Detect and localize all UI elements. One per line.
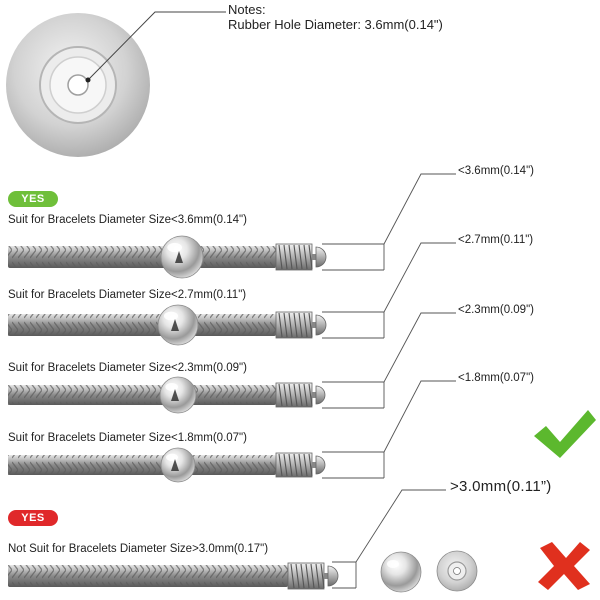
cross-icon (538, 542, 590, 590)
chain-row-4 (8, 452, 326, 478)
row-4-caption: Suit for Bracelets Diameter Size<1.8mm(0… (8, 432, 247, 444)
chain-row-3-bead (159, 376, 197, 414)
chain-row-2-bead (157, 304, 199, 346)
row-3-caption: Suit for Bracelets Diameter Size<2.3mm(0… (8, 362, 247, 374)
row-1-caption: Suit for Bracelets Diameter Size<3.6mm(0… (8, 214, 247, 226)
yes-badge-red: YES (8, 510, 58, 526)
notes-pointer-line (87, 11, 226, 81)
yes-badge-green: YES (8, 191, 58, 207)
row-3-dimension: <2.3mm(0.09") (458, 304, 534, 316)
row-2-dimension: <2.7mm(0.11") (458, 234, 534, 246)
notes-block: Notes: Rubber Hole Diameter: 3.6mm(0.14"… (228, 2, 443, 32)
chain-row-2 (8, 311, 327, 339)
chain-not-suit (8, 562, 339, 590)
not-suit-caption: Not Suit for Bracelets Diameter Size>3.0… (8, 543, 269, 555)
chain-row-1-bead (160, 235, 204, 279)
not-suit-dimension: >3.0mm(0.11”) (450, 478, 552, 495)
chain-row-1 (8, 243, 327, 271)
bead-side-view (380, 551, 422, 593)
notes-title: Notes: (228, 2, 266, 17)
chain-row-3 (8, 382, 326, 408)
notes-text: Rubber Hole Diameter: 3.6mm(0.14") (228, 17, 443, 32)
checkmark-icon (534, 410, 596, 458)
bead-front-view (436, 550, 478, 592)
row-1-dimension: <3.6mm(0.14") (458, 165, 534, 177)
dimension-lines (322, 173, 456, 589)
row-2-caption: Suit for Bracelets Diameter Size<2.7mm(0… (8, 289, 247, 301)
rubber-bead-closeup (6, 13, 150, 157)
row-4-dimension: <1.8mm(0.07") (458, 372, 534, 384)
chain-row-4-bead (160, 447, 196, 483)
